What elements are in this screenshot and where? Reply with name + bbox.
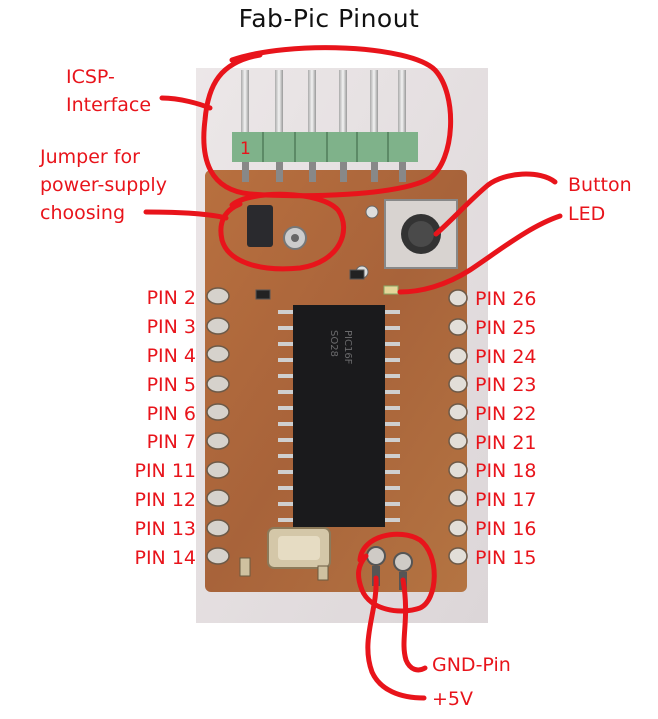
smd-capacitor bbox=[239, 557, 251, 577]
header-pin1-label: 1 bbox=[240, 139, 251, 159]
icsp-highlight-loop bbox=[201, 45, 453, 199]
pin-label-right: PIN 18 bbox=[475, 460, 537, 482]
crystal-oscillator bbox=[267, 527, 331, 569]
pin-label-right: PIN 23 bbox=[475, 374, 537, 396]
icsp-pointer bbox=[159, 95, 213, 111]
pin-label-left: PIN 14 bbox=[134, 547, 197, 569]
pin-label-right: PIN 21 bbox=[475, 432, 537, 454]
button-pointer bbox=[433, 171, 558, 237]
pin-label-left: PIN 12 bbox=[134, 489, 197, 511]
smd-capacitor bbox=[317, 565, 329, 581]
diagram-title: Fab-Pic Pinout bbox=[238, 4, 420, 33]
icsp-label-line2: Interface bbox=[66, 94, 152, 116]
pin-label-left: PIN 4 bbox=[146, 345, 196, 367]
smd-resistor bbox=[255, 289, 271, 300]
svg-text:SO28: SO28 bbox=[328, 330, 339, 357]
power-highlight-loop bbox=[356, 531, 437, 614]
gnd-pointer bbox=[400, 577, 428, 673]
pin-label-left: PIN 3 bbox=[146, 316, 196, 338]
microcontroller-chip: PIC16F SO28 bbox=[293, 305, 385, 527]
pin-label-right: PIN 16 bbox=[475, 518, 537, 540]
jumper-block bbox=[247, 205, 307, 250]
led-label: LED bbox=[568, 203, 606, 225]
pin-label-right: PIN 17 bbox=[475, 489, 537, 511]
pin-label-left: PIN 5 bbox=[146, 374, 196, 396]
pin-label-right: PIN 22 bbox=[475, 403, 537, 425]
left-pads bbox=[206, 287, 230, 565]
svg-text:PIC16F: PIC16F bbox=[342, 330, 353, 365]
gnd-label: GND-Pin bbox=[432, 654, 511, 676]
jumper-label-line2: power-supply bbox=[40, 174, 167, 196]
icsp-label-line1: ICSP- bbox=[66, 66, 115, 88]
chip-legs bbox=[278, 310, 400, 522]
jumper-highlight-loop bbox=[218, 191, 347, 272]
pin-label-right: PIN 25 bbox=[475, 317, 537, 339]
jumper-label-line1: Jumper for bbox=[40, 146, 140, 168]
jumper-label-line3: choosing bbox=[40, 202, 126, 224]
pin-label-left: PIN 13 bbox=[134, 518, 197, 540]
vcc-pointer bbox=[365, 575, 427, 701]
pin-label-left: PIN 6 bbox=[146, 403, 196, 425]
led-pointer bbox=[397, 213, 563, 295]
led-component bbox=[383, 285, 399, 295]
pin-label-right: PIN 24 bbox=[475, 346, 537, 368]
pin-label-left: PIN 7 bbox=[146, 431, 196, 453]
jumper-pointer bbox=[143, 209, 229, 221]
button-label: Button bbox=[568, 174, 632, 196]
pin-label-right: PIN 26 bbox=[475, 288, 537, 310]
pin-label-left: PIN 2 bbox=[146, 287, 196, 309]
icsp-header bbox=[232, 70, 418, 182]
right-pads bbox=[448, 289, 468, 565]
smd-resistor bbox=[349, 269, 365, 280]
vcc-label: +5V bbox=[432, 688, 474, 710]
pin-label-right: PIN 15 bbox=[475, 547, 537, 569]
pin-label-left: PIN 11 bbox=[134, 460, 197, 482]
